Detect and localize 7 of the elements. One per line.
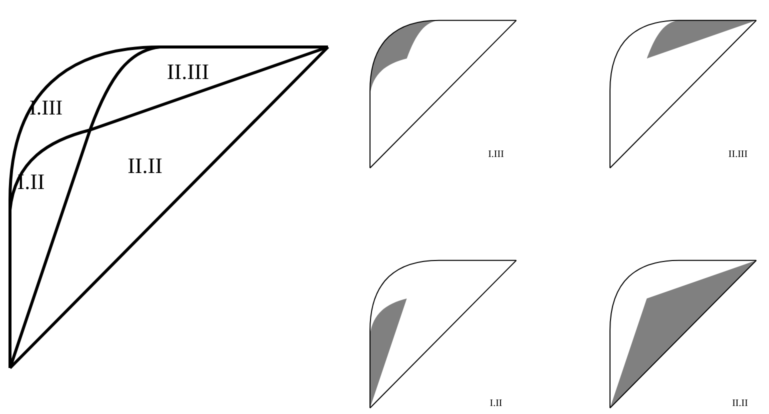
region-label: II.II [732,399,748,409]
region-label: I.II [17,171,45,193]
region-label: II.III [166,61,210,83]
region-label: I.III [488,150,504,160]
region-label: II.III [728,150,748,160]
region-label: I.II [490,399,502,409]
region-label: II.II [128,155,162,177]
